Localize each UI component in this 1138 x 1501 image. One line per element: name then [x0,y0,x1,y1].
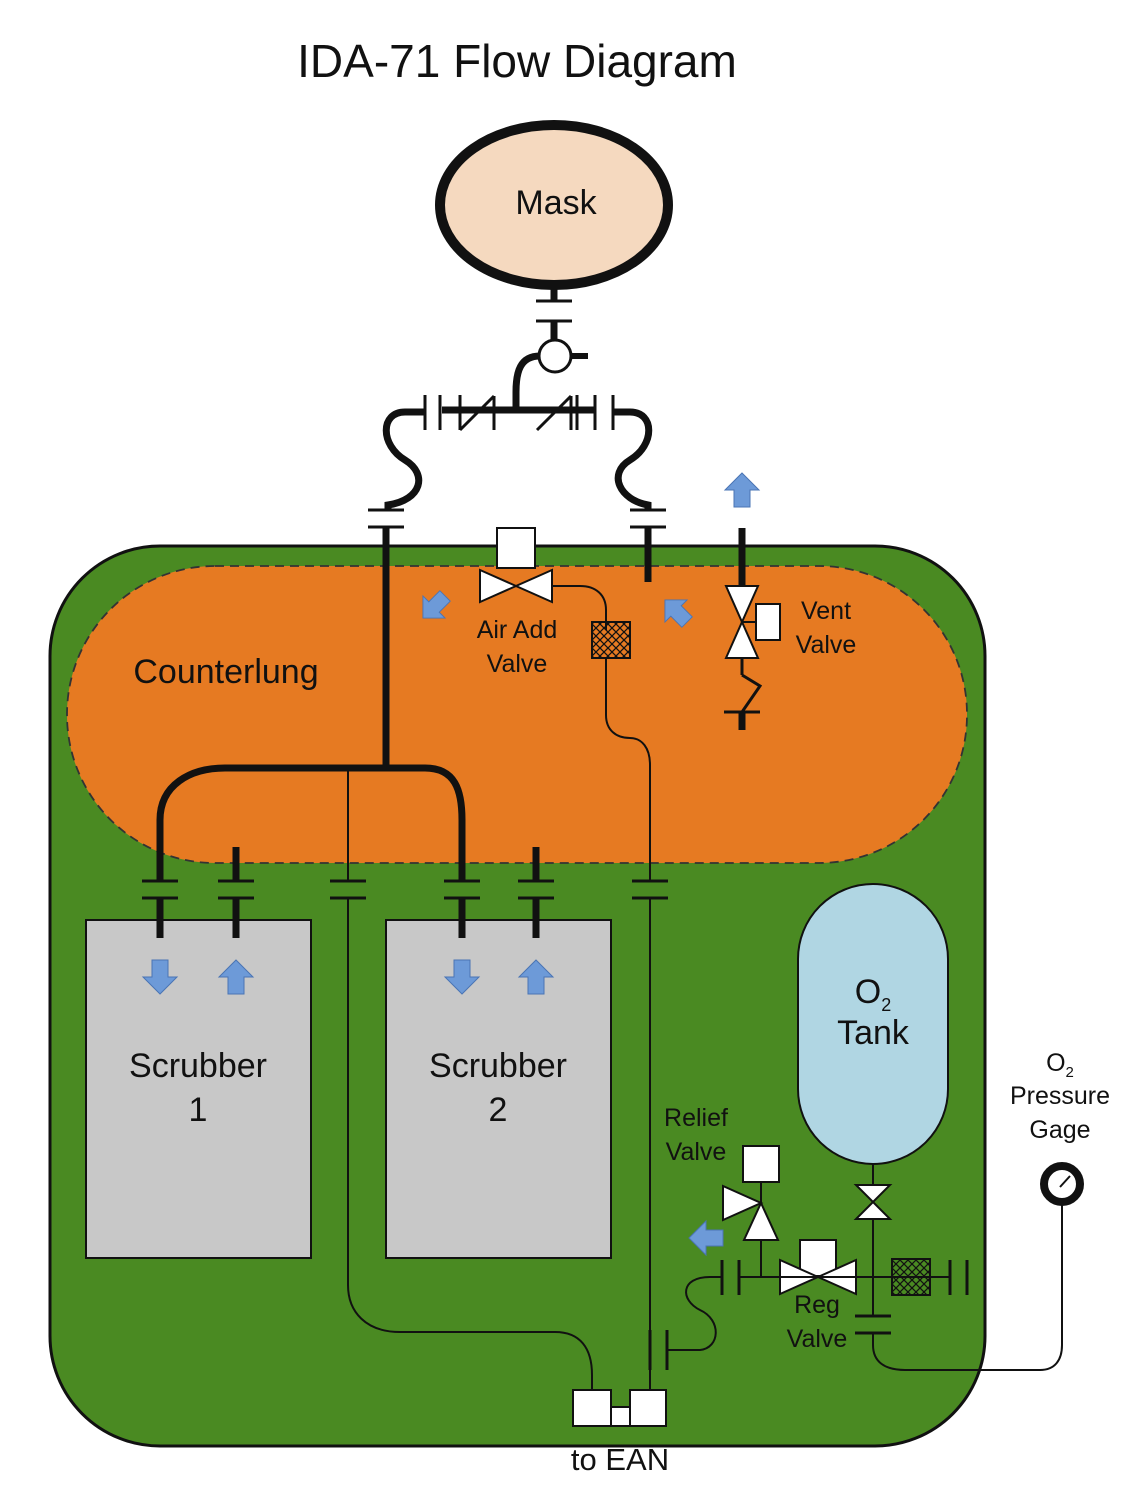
right-hose-connector [630,508,666,582]
scrubber-1-label-line1: Scrubber [129,1047,267,1085]
vent-valve [724,528,781,730]
reg-outlet-connector [648,1260,741,1392]
diagram-title: IDA-71 Flow Diagram [297,35,737,87]
air-add-supply-line [552,585,607,630]
scrubber-2-label-line1: Scrubber [429,1047,567,1085]
gauge-label-line2: Pressure [1010,1082,1110,1110]
relief-valve-label-line2: Valve [666,1138,727,1166]
relief-valve [722,1145,780,1277]
o2-filter [891,1258,931,1296]
gauge-label-line3: Gage [1029,1116,1090,1144]
mouthpiece-valve [537,338,573,374]
mask-connector [536,285,572,340]
mask-label: Mask [515,184,597,222]
air-add-valve-label-line1: Air Add [477,616,558,644]
check-valve-manifold [423,394,615,432]
reg-valve-label-line1: Reg [794,1291,840,1319]
tank-valve [853,1164,893,1335]
reg-valve-label-line2: Valve [787,1325,848,1353]
air-supply-line [605,658,651,880]
air-add-valve-label-line2: Valve [487,650,548,678]
scrubber-1-label-line2: 1 [189,1091,208,1129]
scrubber-2 [385,919,612,1259]
vent-valve-label-line2: Valve [796,631,857,659]
bypass-line [347,898,593,1392]
exhale-hose [613,408,653,510]
gauge-label-line1: O2 [1046,1049,1074,1081]
air-add-valve [479,527,553,604]
scrubber-2-label-line2: 2 [489,1091,508,1129]
scrubber-1 [85,919,312,1259]
relief-valve-label-line1: Relief [664,1104,728,1132]
left-hose-connector [368,508,404,768]
scrubber-manifold [156,764,466,880]
air-add-filter [591,621,631,659]
o2-tank-label-line2: Tank [837,1014,910,1052]
to-ean-label: to EAN [571,1442,669,1477]
vent-exhaust-arrow-icon [724,472,760,508]
o2-tank-label-line1: O2 [855,973,891,1015]
inhale-hose [382,408,425,510]
gauge-line [872,1202,1063,1371]
counterlung-label: Counterlung [133,653,318,691]
ean-connector [572,1389,667,1427]
scrubber-connectors [142,847,668,938]
vent-valve-label-line1: Vent [801,597,851,625]
